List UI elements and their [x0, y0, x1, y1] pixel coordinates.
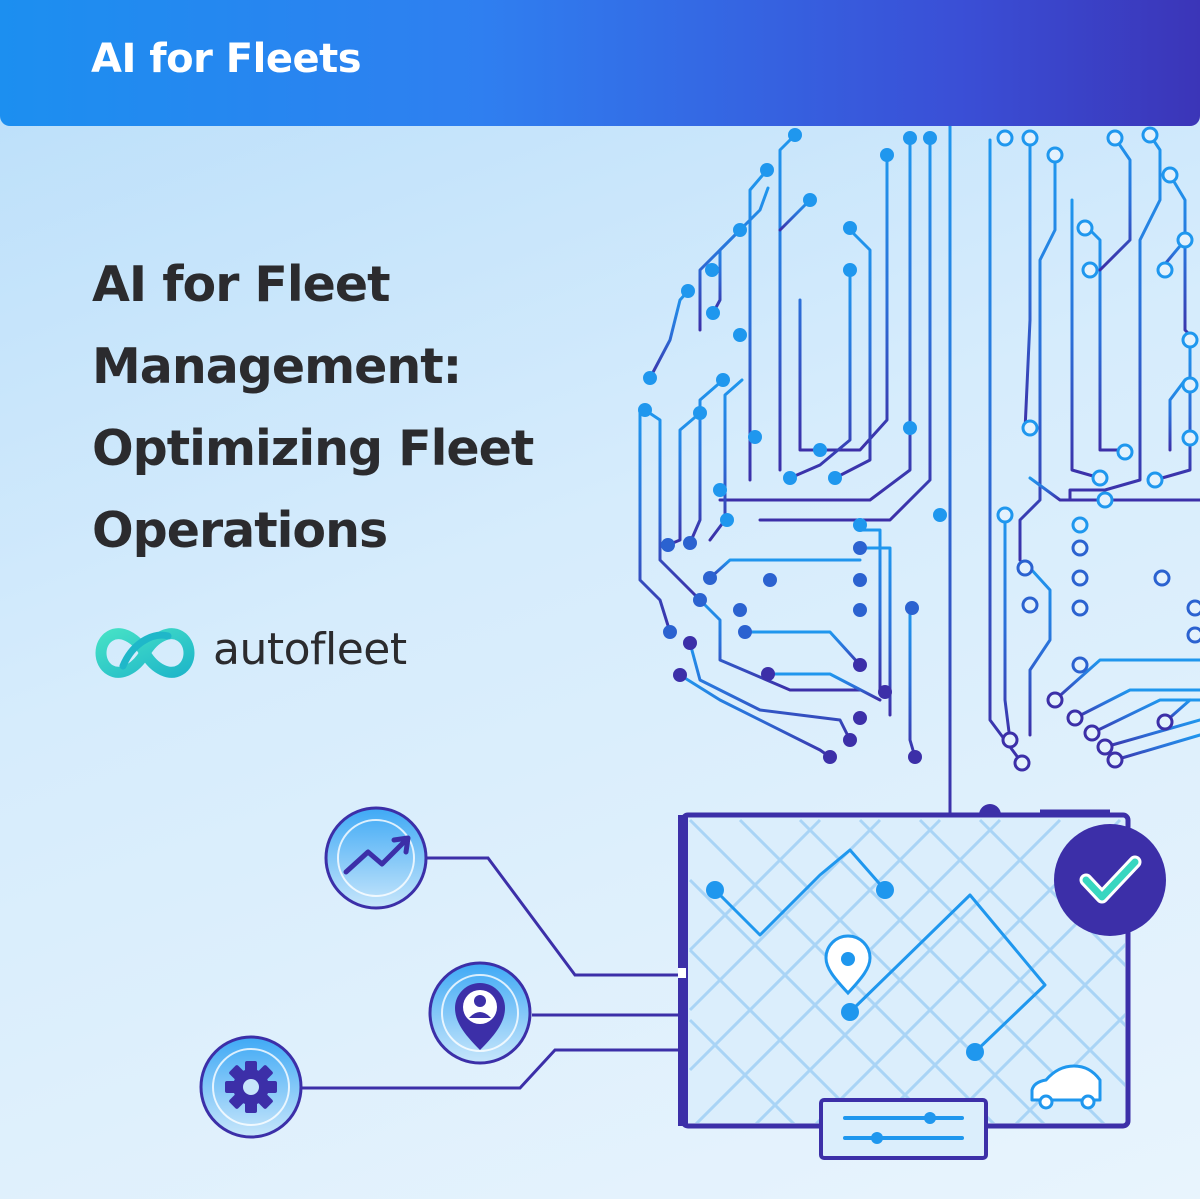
gear-icon [199, 1035, 303, 1139]
headline-line-3: Optimizing Fleet [92, 420, 534, 477]
icon-connectors [302, 856, 683, 1090]
sliders-icon [819, 1098, 988, 1160]
map-panel [678, 809, 1131, 1160]
brand-name: autofleet [213, 624, 407, 675]
trend-up-icon [324, 806, 428, 910]
checkmark-icon [1054, 824, 1166, 936]
page-title: AI for Fleet Management: Optimizing Flee… [92, 244, 652, 572]
headline-line-1: AI for Fleet [92, 256, 391, 313]
map-pin-icon [824, 934, 872, 996]
circuit-nodes [638, 128, 1001, 826]
headline-line-4: Operations [92, 502, 388, 559]
headline-line-2: Management: [92, 338, 462, 395]
car-icon [1030, 1064, 1102, 1110]
circuit-brain [638, 124, 1200, 817]
banner-title: AI for Fleets [91, 36, 362, 82]
location-person-icon [428, 961, 532, 1065]
top-banner: AI for Fleets [0, 0, 1200, 126]
infinity-loop-logo-icon [95, 628, 195, 678]
circuit-nodes-hollow [996, 126, 1200, 772]
